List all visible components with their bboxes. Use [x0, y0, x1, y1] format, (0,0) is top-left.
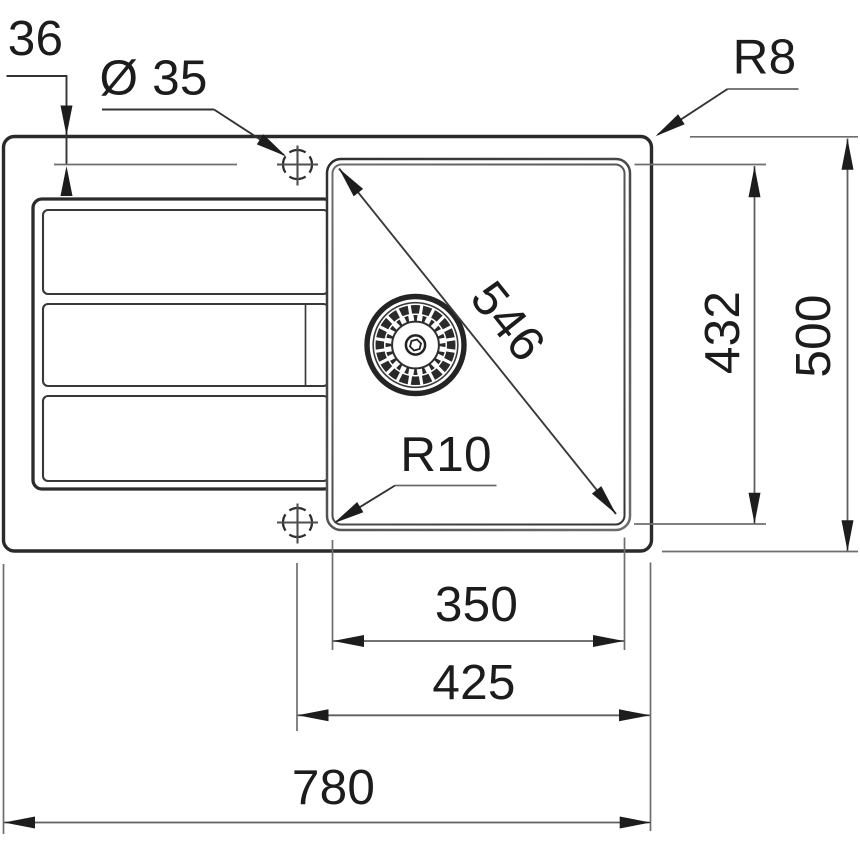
svg-text:R8: R8: [733, 30, 797, 85]
svg-text:350: 350: [435, 577, 518, 632]
svg-text:R10: R10: [400, 427, 491, 482]
svg-text:36: 36: [8, 11, 63, 66]
svg-text:Ø 35: Ø 35: [99, 51, 207, 106]
svg-text:780: 780: [292, 760, 375, 815]
svg-text:425: 425: [432, 655, 515, 710]
svg-text:500: 500: [786, 294, 841, 377]
svg-text:432: 432: [695, 291, 750, 374]
